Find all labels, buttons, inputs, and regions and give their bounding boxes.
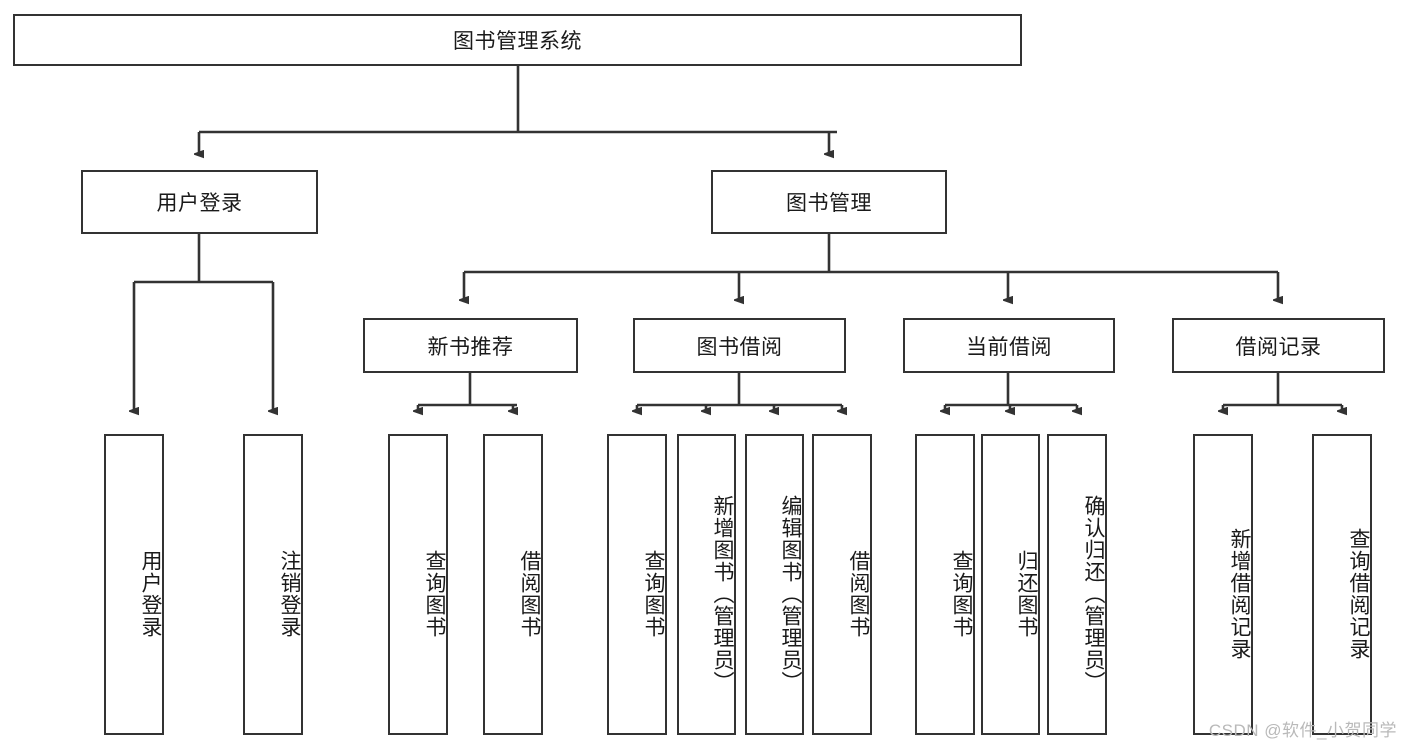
node-label: 借阅图书 — [847, 549, 870, 638]
node-book-management[interactable]: 图书管理 — [711, 170, 947, 234]
node-leaf-confirm-return[interactable]: 确认归还（管理员） — [1047, 434, 1107, 735]
node-label: 新增借阅记录 — [1228, 527, 1251, 660]
node-label: 归还图书 — [1015, 549, 1038, 638]
node-label: 借阅图书 — [518, 549, 541, 638]
node-leaf-add-record[interactable]: 新增借阅记录 — [1193, 434, 1253, 735]
node-label: 编辑图书（管理员） — [779, 494, 802, 693]
node-label: 图书管理 — [786, 192, 872, 215]
node-leaf-edit-book[interactable]: 编辑图书（管理员） — [745, 434, 804, 735]
node-borrow-record[interactable]: 借阅记录 — [1172, 318, 1385, 373]
node-label: 借阅记录 — [1235, 335, 1322, 359]
node-leaf-logout-login[interactable]: 注销登录 — [243, 434, 303, 735]
node-leaf-query-book-2[interactable]: 查询图书 — [607, 434, 667, 735]
node-leaf-query-book-1[interactable]: 查询图书 — [388, 434, 448, 735]
node-book-borrow[interactable]: 图书借阅 — [633, 318, 846, 373]
node-label: 新书推荐 — [427, 335, 514, 359]
node-label: 确认归还（管理员） — [1082, 494, 1105, 693]
node-leaf-borrow-book-1[interactable]: 借阅图书 — [483, 434, 543, 735]
node-label: 查询借阅记录 — [1347, 527, 1370, 660]
node-new-book-recommend[interactable]: 新书推荐 — [363, 318, 578, 373]
node-label: 图书借阅 — [696, 335, 783, 359]
node-current-borrow[interactable]: 当前借阅 — [903, 318, 1115, 373]
node-label: 用户登录 — [139, 549, 162, 638]
node-label: 查询图书 — [642, 549, 665, 638]
node-label: 注销登录 — [278, 549, 301, 638]
node-book-management-system[interactable]: 图书管理系统 — [13, 14, 1022, 66]
node-leaf-query-record[interactable]: 查询借阅记录 — [1312, 434, 1372, 735]
node-label: 用户登录 — [156, 192, 243, 215]
node-label: 查询图书 — [950, 549, 973, 638]
node-label: 查询图书 — [423, 549, 446, 638]
node-label: 图书管理系统 — [453, 30, 582, 53]
node-leaf-borrow-book-2[interactable]: 借阅图书 — [812, 434, 872, 735]
node-leaf-user-login[interactable]: 用户登录 — [104, 434, 164, 735]
node-leaf-add-book[interactable]: 新增图书（管理员） — [677, 434, 736, 735]
node-user-login[interactable]: 用户登录 — [81, 170, 318, 234]
node-label: 当前借阅 — [966, 335, 1052, 359]
node-leaf-query-book-3[interactable]: 查询图书 — [915, 434, 975, 735]
node-label: 新增图书（管理员） — [711, 494, 734, 693]
node-leaf-return-book[interactable]: 归还图书 — [981, 434, 1040, 735]
